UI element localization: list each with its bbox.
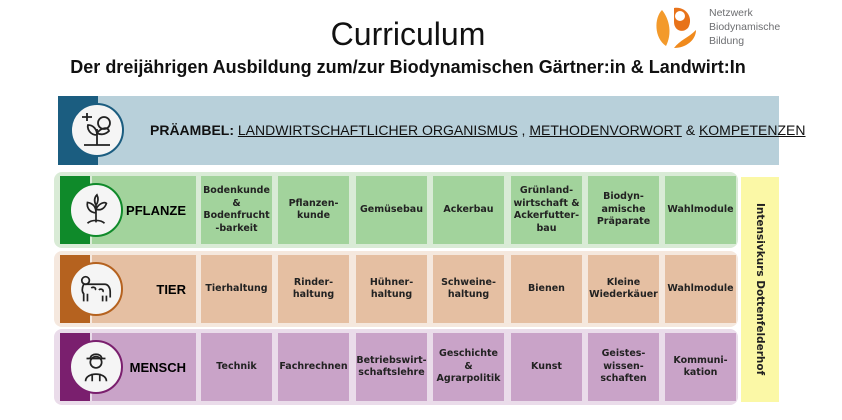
network-logo-icon — [656, 7, 696, 48]
plant-tools-icon — [70, 103, 124, 157]
module-cell[interactable]: Hühner- haltung — [356, 255, 427, 323]
logo-text: Netzwerk Biodynamische Bildung — [709, 6, 780, 48]
module-cell[interactable]: Kommuni- kation — [665, 333, 736, 401]
module-cell[interactable]: Schweine- haltung — [433, 255, 504, 323]
cow-icon — [69, 262, 123, 316]
link-methodenvorwort[interactable]: METHODENVORWORT — [529, 122, 682, 138]
separator: & — [681, 122, 699, 138]
intensivkurs-label: Intensivkurs Dottenfelderhof — [754, 203, 766, 376]
module-cell[interactable]: Ackerbau — [433, 176, 504, 244]
page-subtitle: Der dreijährigen Ausbildung zum/zur Biod… — [70, 57, 746, 77]
module-cell[interactable]: Gemüsebau — [356, 176, 427, 244]
logo-line: Bildung — [709, 35, 745, 47]
seedling-icon — [69, 183, 123, 237]
module-cell[interactable]: Geschichte & Agrarpolitik — [433, 333, 504, 401]
module-cell[interactable]: Pflanzen- kunde — [278, 176, 349, 244]
link-kompetenzen[interactable]: KOMPETENZEN — [698, 122, 806, 138]
module-cell[interactable]: Fachrechnen — [278, 333, 349, 401]
module-cell[interactable]: Grünland- wirtschaft & Ackerfutter- bau — [511, 176, 582, 244]
module-cell[interactable]: Bodenkunde & Bodenfrucht -barkeit — [201, 176, 272, 244]
module-cell[interactable]: Bienen — [511, 255, 582, 323]
module-cell[interactable]: Biodyn- amische Präparate — [588, 176, 659, 244]
module-cell[interactable]: Rinder- haltung — [278, 255, 349, 323]
module-cell[interactable]: Kleine Wiederkäuer — [588, 255, 659, 323]
module-cell[interactable]: Kunst — [511, 333, 582, 401]
module-cell[interactable]: Tierhaltung — [201, 255, 272, 323]
module-cell[interactable]: Wahlmodule — [665, 176, 736, 244]
farmer-icon — [69, 340, 123, 394]
preamble-band — [58, 96, 779, 165]
module-cell[interactable]: Wahlmodule — [665, 255, 736, 323]
module-cell[interactable]: Geistes- wissen- schaften — [588, 333, 659, 401]
preamble-label: PRÄAMBEL: — [150, 122, 234, 138]
page-title: Curriculum — [330, 16, 486, 52]
module-cell[interactable]: Technik — [201, 333, 272, 401]
module-cell[interactable]: Betriebswirt- schaftslehre — [356, 333, 427, 401]
preamble-text: PRÄAMBEL: LANDWIRTSCHAFTLICHER ORGANISMU… — [150, 122, 806, 138]
logo-line: Biodynamische — [709, 21, 781, 33]
separator: , — [517, 122, 530, 138]
intensivkurs-column: Intensivkurs Dottenfelderhof — [741, 177, 779, 402]
link-landwirtschaftlicher-organismus[interactable]: LANDWIRTSCHAFTLICHER ORGANISMUS — [237, 122, 518, 138]
logo-line: Netzwerk — [709, 7, 753, 19]
